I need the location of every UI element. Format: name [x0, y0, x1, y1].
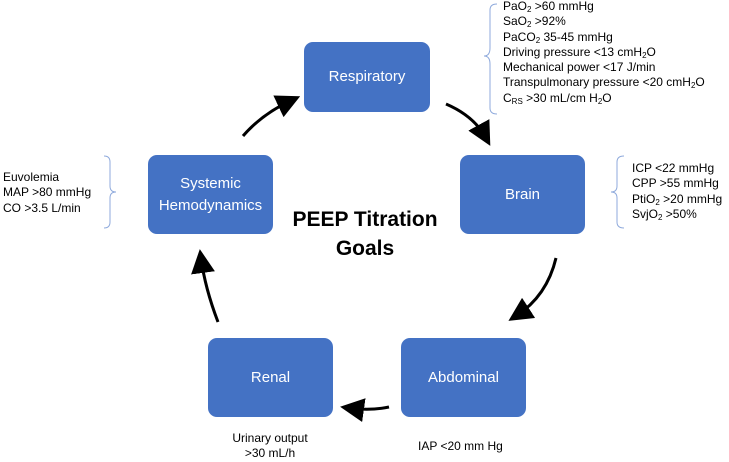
renal-goals: Urinary output >30 mL/h: [218, 431, 322, 462]
goal-item: PtiO2 >20 mmHg: [632, 191, 723, 207]
goal-item: Euvolemia: [3, 170, 60, 184]
node-abdominal-label: Abdominal: [428, 368, 499, 386]
systemic-goals: Euvolemia MAP >80 mmHg CO >3.5 L/min: [3, 170, 91, 216]
goal-item: CPP >55 mmHg: [632, 176, 719, 191]
node-respiratory: Respiratory: [304, 42, 430, 112]
arrow-renal-to-systemic: [191, 249, 220, 323]
arrow-abdominal-to-renal: [340, 398, 390, 422]
goal-item: Mechanical power <17 J/min: [503, 60, 656, 75]
arrow-systemic-to-respiratory: [241, 95, 301, 137]
node-systemic-label-line2: Hemodynamics: [158, 196, 263, 214]
goal-item: Transpulmonary pressure <20 cmH2O: [503, 75, 705, 91]
abdominal-goal: IAP <20 mm Hg: [418, 439, 503, 453]
node-brain: Brain: [460, 155, 585, 234]
respiratory-goals-bracket: [483, 3, 498, 115]
goal-item: SvjO2 >50%: [632, 206, 697, 222]
arrow-respiratory-to-brain: [445, 102, 491, 146]
goal-item: MAP >80 mmHg: [3, 185, 92, 200]
node-abdominal: Abdominal: [401, 338, 526, 417]
arrow-brain-to-abdominal: [508, 257, 558, 321]
brain-goals: ICP <22 mmHg CPP >55 mmHg PtiO2 >20 mmHg…: [632, 161, 722, 222]
node-renal-label: Renal: [250, 368, 291, 386]
respiratory-goals: PaO2 >60 mmHg SaO2 >92% PaCO2 35-45 mmHg…: [503, 0, 705, 106]
diagram-title: PEEP Titration Goals: [290, 205, 440, 263]
node-renal: Renal: [208, 338, 333, 417]
diagram-title-line2: Goals: [335, 237, 395, 260]
goal-item: ICP <22 mmHg: [632, 161, 715, 175]
node-respiratory-label: Respiratory: [328, 68, 406, 85]
brain-goals-bracket: [610, 155, 625, 229]
goal-item: >30 mL/h: [244, 446, 296, 461]
systemic-goals-bracket: [103, 155, 117, 229]
goal-item: PaCO2 35-45 mmHg: [503, 29, 613, 45]
goal-item: Urinary output: [232, 431, 308, 445]
goal-item: Driving pressure <13 cmH2O: [503, 44, 656, 60]
goal-item: PaO2 >60 mmHg: [503, 0, 594, 14]
goal-item: CO >3.5 L/min: [3, 200, 81, 215]
goal-item: SaO2 >92%: [503, 14, 566, 30]
node-brain-label: Brain: [504, 185, 541, 203]
node-systemic-hemodynamics: Systemic Hemodynamics: [148, 155, 273, 234]
diagram-title-line1: PEEP Titration: [292, 208, 438, 231]
goal-item: CRS >30 mL/cm H2O: [503, 90, 612, 106]
node-systemic-label-line1: Systemic: [180, 174, 241, 192]
